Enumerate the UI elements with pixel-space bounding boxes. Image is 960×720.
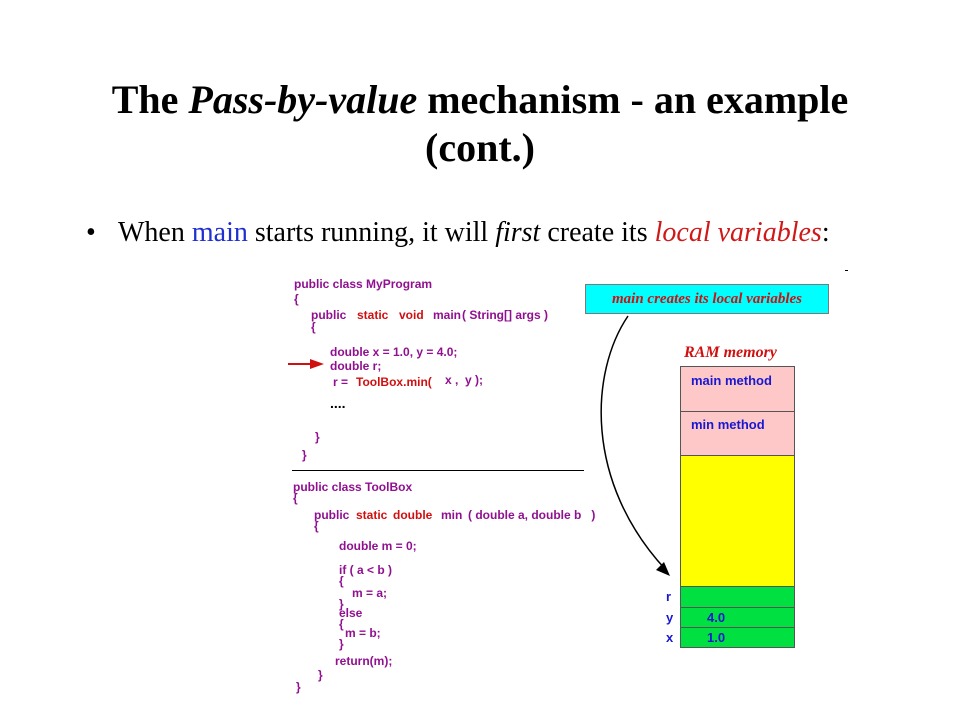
bullet-text-part: create its	[540, 217, 655, 248]
code-return: return(m);	[335, 654, 393, 668]
memory-min-method: min method	[680, 411, 795, 456]
code-kw-public: public	[314, 508, 350, 522]
memory-cell-x: 1.0	[680, 627, 795, 648]
code-kw-main: main	[433, 308, 462, 322]
code-brace: {	[294, 292, 299, 306]
memory-main-method: main method	[680, 366, 795, 412]
code-brace: {	[339, 574, 344, 588]
code-then: m = a;	[352, 586, 388, 600]
code-brace: }	[302, 448, 307, 462]
bullet-dot: •	[86, 217, 96, 248]
memory-cell-y: 4.0	[680, 607, 795, 628]
memory-main-label: main method	[691, 373, 772, 388]
memory-label-r: r	[666, 589, 672, 604]
code-otherwise: m = b;	[345, 626, 381, 640]
title-emphasis: Pass-by-value	[188, 77, 418, 122]
code-assign-call: ToolBox.min(	[356, 375, 432, 389]
code-brace: {	[314, 519, 319, 533]
bullet-text: When main starts running, it will first …	[118, 216, 838, 250]
code-decl-m: double m = 0;	[339, 539, 417, 553]
code-if: if ( a < b )	[339, 563, 393, 577]
stray-mark	[845, 270, 848, 271]
code-brace: {	[293, 491, 298, 505]
code-toolbox-class: public class ToolBox	[293, 480, 413, 494]
memory-label-x: x	[666, 630, 674, 645]
bullet-text-part: When	[118, 217, 192, 248]
bullet-text-part: starts running, it will	[247, 217, 496, 248]
memory-min-label: min method	[691, 417, 765, 432]
memory-label-y: y	[666, 610, 674, 625]
memory-free-space	[680, 455, 795, 587]
code-params: ( double a, double b )	[468, 508, 596, 522]
current-line-arrow-icon	[288, 359, 324, 369]
bullet-local-variables: local variables	[654, 217, 822, 248]
code-assign-lhs: r =	[333, 375, 349, 389]
code-brace: }	[318, 668, 323, 682]
code-brace: {	[311, 320, 316, 334]
code-kw-public: public	[311, 308, 347, 322]
callout-box: main creates its local variables	[585, 284, 829, 314]
bullet-main-word: main	[191, 217, 248, 248]
title-prefix: The	[111, 77, 189, 122]
memory-cell-r	[680, 586, 795, 608]
code-else: else	[339, 606, 363, 620]
slide-title: The Pass-by-value mechanism - an example…	[0, 76, 960, 172]
code-divider	[292, 470, 584, 471]
bullet-colon: :	[821, 217, 830, 248]
memory-value-x: 1.0	[707, 630, 726, 645]
code-brace: }	[315, 430, 320, 444]
code-myprogram-class: public class MyProgram	[294, 277, 433, 291]
code-brace: {	[339, 617, 344, 631]
title-line2: (cont.)	[425, 125, 535, 170]
title-suffix: mechanism - an example	[417, 77, 849, 122]
code-decl-r: double r;	[330, 359, 382, 373]
bullet-first-word: first	[495, 217, 541, 248]
curved-arrow-icon	[600, 315, 670, 576]
memory-value-y: 4.0	[707, 610, 726, 625]
code-kw-void: void	[399, 308, 424, 322]
code-assign-args: x , y );	[445, 373, 484, 387]
code-kw-double: double	[393, 508, 433, 522]
code-decl-xy: double x = 1.0, y = 4.0;	[330, 345, 458, 359]
code-brace: }	[339, 637, 344, 651]
code-kw-min: min	[441, 508, 463, 522]
code-params: ( String[] args )	[462, 308, 548, 322]
code-kw-static: static	[357, 308, 389, 322]
code-ellipsis: ....	[330, 395, 346, 411]
code-brace: }	[296, 680, 301, 694]
ram-title: RAM memory	[684, 344, 777, 361]
code-kw-static: static	[356, 508, 388, 522]
code-brace: }	[339, 597, 344, 611]
